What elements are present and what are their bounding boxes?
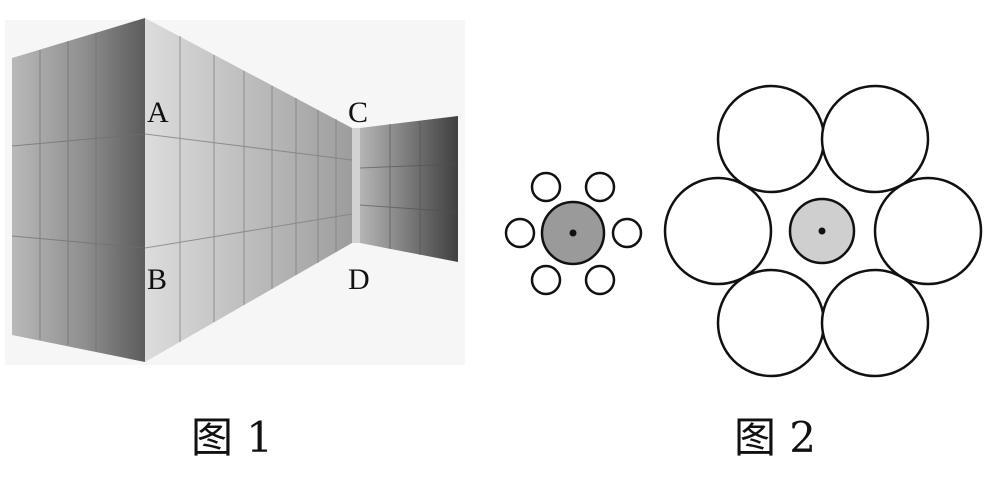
point-label-b: B: [147, 263, 167, 296]
left-wall-grid: [11, 25, 146, 357]
right-large-circle: [820, 84, 930, 194]
left-wall: [12, 18, 145, 362]
point-label-c: C: [348, 96, 368, 129]
figure2-right-cluster: [663, 84, 983, 378]
far-wall-edge: [352, 128, 360, 243]
left-small-circle: [530, 264, 562, 296]
figure1-caption: 图 1: [191, 413, 273, 462]
left-small-circle: [584, 171, 616, 203]
left-center-dot: [569, 229, 577, 237]
right-wall: [360, 116, 458, 262]
left-small-circle: [611, 217, 643, 249]
right-large-circle: [663, 176, 773, 286]
right-large-circle: [820, 268, 930, 378]
left-small-circle: [584, 264, 616, 296]
right-large-circle: [873, 176, 983, 286]
figure2-caption: 图 2: [734, 413, 816, 462]
point-label-d: D: [348, 263, 370, 296]
left-small-circle: [504, 217, 536, 249]
left-small-circle: [530, 171, 562, 203]
right-large-circle: [716, 84, 826, 194]
right-wall-grid: [359, 121, 459, 255]
right-center-dot: [818, 227, 826, 235]
right-large-circle: [716, 268, 826, 378]
middle-wall: [145, 18, 352, 362]
figure1-corridor: A B C D: [5, 18, 465, 365]
middle-wall-grid: [144, 36, 353, 342]
point-label-a: A: [147, 96, 169, 129]
figure2-left-cluster: [504, 171, 643, 296]
